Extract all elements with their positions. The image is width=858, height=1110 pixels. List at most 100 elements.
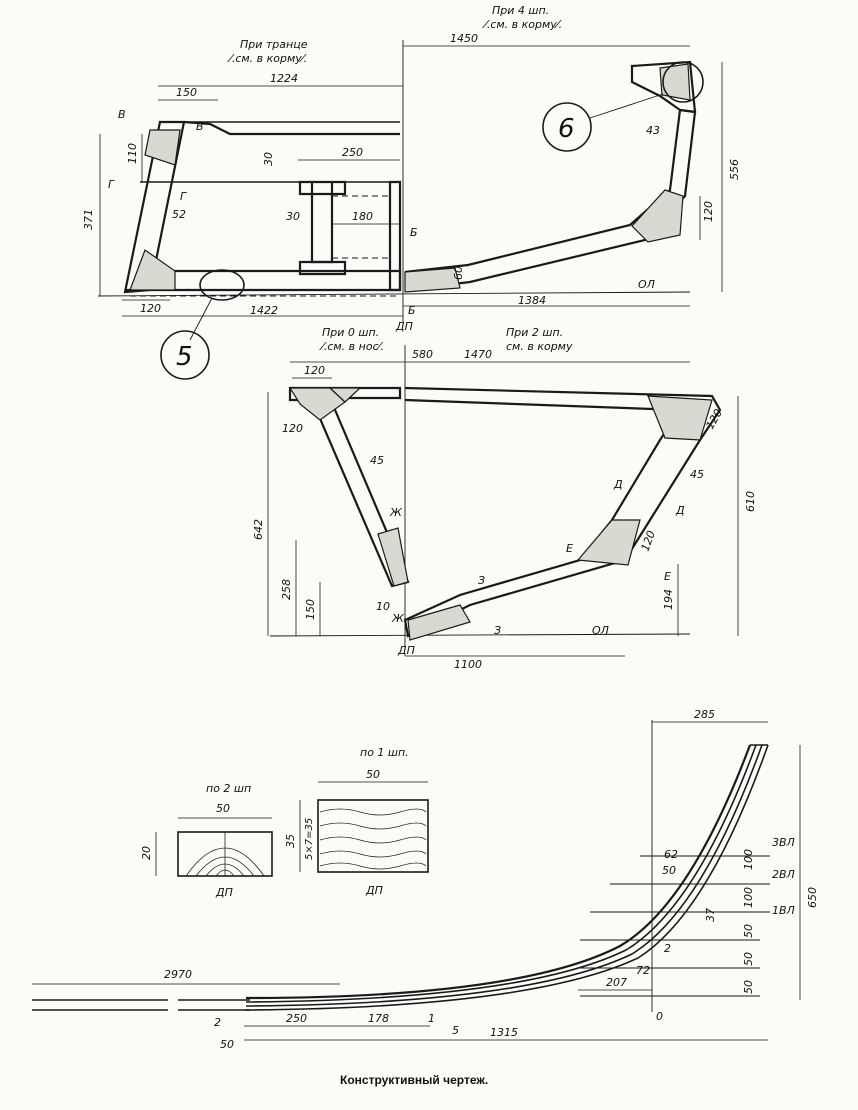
dim-258: 258 bbox=[280, 579, 293, 600]
dim-30a: 30 bbox=[262, 152, 275, 166]
frame4-sublabel: ⁄.см. в корму⁄. bbox=[482, 18, 562, 31]
gusset-frame0-top bbox=[288, 387, 346, 421]
section-e1: Е bbox=[566, 542, 573, 555]
section-2-height: 20 bbox=[140, 846, 153, 860]
dim-1315: 1315 bbox=[490, 1026, 518, 1039]
section-2-grain bbox=[185, 832, 265, 877]
dim-2970: 2970 bbox=[164, 968, 192, 981]
stem-lamination-3 bbox=[245, 744, 763, 1007]
dim-580: 580 bbox=[412, 348, 433, 361]
dim-50d: 50 bbox=[742, 952, 755, 966]
stem-lamination-1 bbox=[245, 744, 752, 1000]
dim-50e: 50 bbox=[742, 980, 755, 994]
frame2-sublabel: см. в корму bbox=[506, 340, 573, 353]
transom-sublabel: ⁄.см. в корму⁄. bbox=[227, 52, 307, 65]
gusset-frame0-corner bbox=[328, 387, 362, 403]
section-v2: В bbox=[196, 120, 204, 133]
frame4-top-member bbox=[630, 60, 697, 114]
dim-10: 10 bbox=[376, 600, 390, 613]
callout-6-label: 6 bbox=[558, 114, 575, 144]
keel-section-2: по 2 шп 50 20 ДП bbox=[140, 782, 273, 899]
section-1-width: 50 bbox=[366, 768, 380, 781]
section-b1: Б bbox=[410, 226, 418, 239]
dim-2b: 2 bbox=[664, 942, 671, 955]
section-g2: Г bbox=[180, 190, 187, 203]
dim-120b: 120 bbox=[282, 422, 303, 435]
post-base bbox=[298, 260, 347, 276]
stem-profile: 2970 285 650 2 50 250 178 1 5 1315 207 7… bbox=[32, 708, 819, 1051]
dim-50c: 50 bbox=[742, 924, 755, 938]
keel-section-1: по 1 шп. 50 35 5×7=35 ДП bbox=[284, 746, 429, 897]
dim-250: 250 bbox=[342, 146, 363, 159]
label-ol-top: ОЛ bbox=[638, 278, 655, 291]
label-dp-mid: ДП bbox=[397, 644, 415, 657]
transom-top-member bbox=[183, 120, 400, 136]
label-ol-mid: ОЛ bbox=[592, 624, 609, 637]
post-cap bbox=[298, 180, 347, 196]
section-2-title: по 2 шп bbox=[206, 782, 251, 795]
section-zh2: Ж bbox=[391, 612, 405, 625]
dim-62: 62 bbox=[664, 848, 678, 861]
frame2-outline bbox=[403, 386, 722, 638]
dim-194: 194 bbox=[662, 589, 675, 610]
section-zh1: Ж bbox=[389, 506, 403, 519]
section-2-dp: ДП bbox=[215, 886, 233, 899]
frame4-label: При 4 шп. bbox=[492, 4, 549, 17]
dim-1224: 1224 bbox=[270, 72, 298, 85]
gusset-top-left bbox=[144, 129, 181, 166]
gusset-bottom-left bbox=[129, 249, 176, 291]
dim-1: 1 bbox=[428, 1012, 435, 1025]
dim-1450: 1450 bbox=[450, 32, 478, 45]
drawing-caption: Конструктивный чертеж. bbox=[340, 1073, 488, 1087]
callout-5-label: 5 bbox=[176, 342, 193, 372]
dim-650: 650 bbox=[806, 887, 819, 908]
wl-1-label: 1ВЛ bbox=[772, 904, 795, 917]
baseline-ol-mid bbox=[269, 633, 691, 637]
keel-bar-broken bbox=[32, 999, 250, 1011]
gusset-keel-right bbox=[404, 267, 461, 293]
section-d1: Д bbox=[613, 478, 623, 491]
section-1-rect bbox=[317, 799, 429, 873]
dim-60: 60 bbox=[452, 266, 465, 280]
section-g1: Г bbox=[108, 178, 115, 191]
wl-2-label: 2ВЛ bbox=[772, 868, 795, 881]
dim-100b: 100 bbox=[742, 887, 755, 908]
section-z1: З bbox=[478, 574, 485, 587]
stem-lamination-4 bbox=[245, 744, 769, 1011]
dim-120a: 120 bbox=[140, 302, 161, 315]
dim-150: 150 bbox=[304, 599, 317, 620]
section-b2: Б bbox=[408, 304, 416, 317]
dim-72: 72 bbox=[636, 964, 650, 977]
dim-556: 556 bbox=[728, 159, 741, 180]
frame0-label: При 0 шп. bbox=[322, 326, 379, 339]
gusset-frame0-bottom bbox=[377, 527, 409, 587]
dim-180: 180 bbox=[352, 210, 373, 223]
dim-642: 642 bbox=[252, 519, 265, 540]
gusset-chine-right bbox=[631, 189, 684, 243]
transom-label: При транце bbox=[240, 38, 308, 51]
section-1-layers: 5×7=35 bbox=[304, 818, 315, 860]
center-post bbox=[388, 180, 402, 292]
section-1-dp: ДП bbox=[365, 884, 383, 897]
section-2-width: 50 bbox=[216, 802, 230, 815]
callout-5-circle bbox=[160, 330, 210, 380]
dim-1470: 1470 bbox=[464, 348, 492, 361]
dim-50: 50 bbox=[220, 1038, 234, 1051]
dim-610: 610 bbox=[744, 491, 757, 512]
detail-5-marker bbox=[199, 269, 245, 301]
dim-371: 371 bbox=[82, 209, 95, 230]
label-dp-top: ДП bbox=[395, 320, 413, 333]
dim-30b: 30 bbox=[286, 210, 300, 223]
section-1-height: 35 bbox=[284, 834, 297, 848]
dim-1422: 1422 bbox=[250, 304, 278, 317]
baseline-ol bbox=[97, 291, 691, 297]
section-z2: З bbox=[494, 624, 501, 637]
dim-150: 150 bbox=[176, 86, 197, 99]
dim-0: 0 bbox=[656, 1010, 663, 1023]
section-1-title: по 1 шп. bbox=[360, 746, 409, 759]
gusset-frame2-chine bbox=[576, 519, 641, 566]
post-dashed bbox=[332, 195, 390, 259]
dim-110: 110 bbox=[126, 143, 139, 164]
dim-37: 37 bbox=[704, 908, 717, 922]
